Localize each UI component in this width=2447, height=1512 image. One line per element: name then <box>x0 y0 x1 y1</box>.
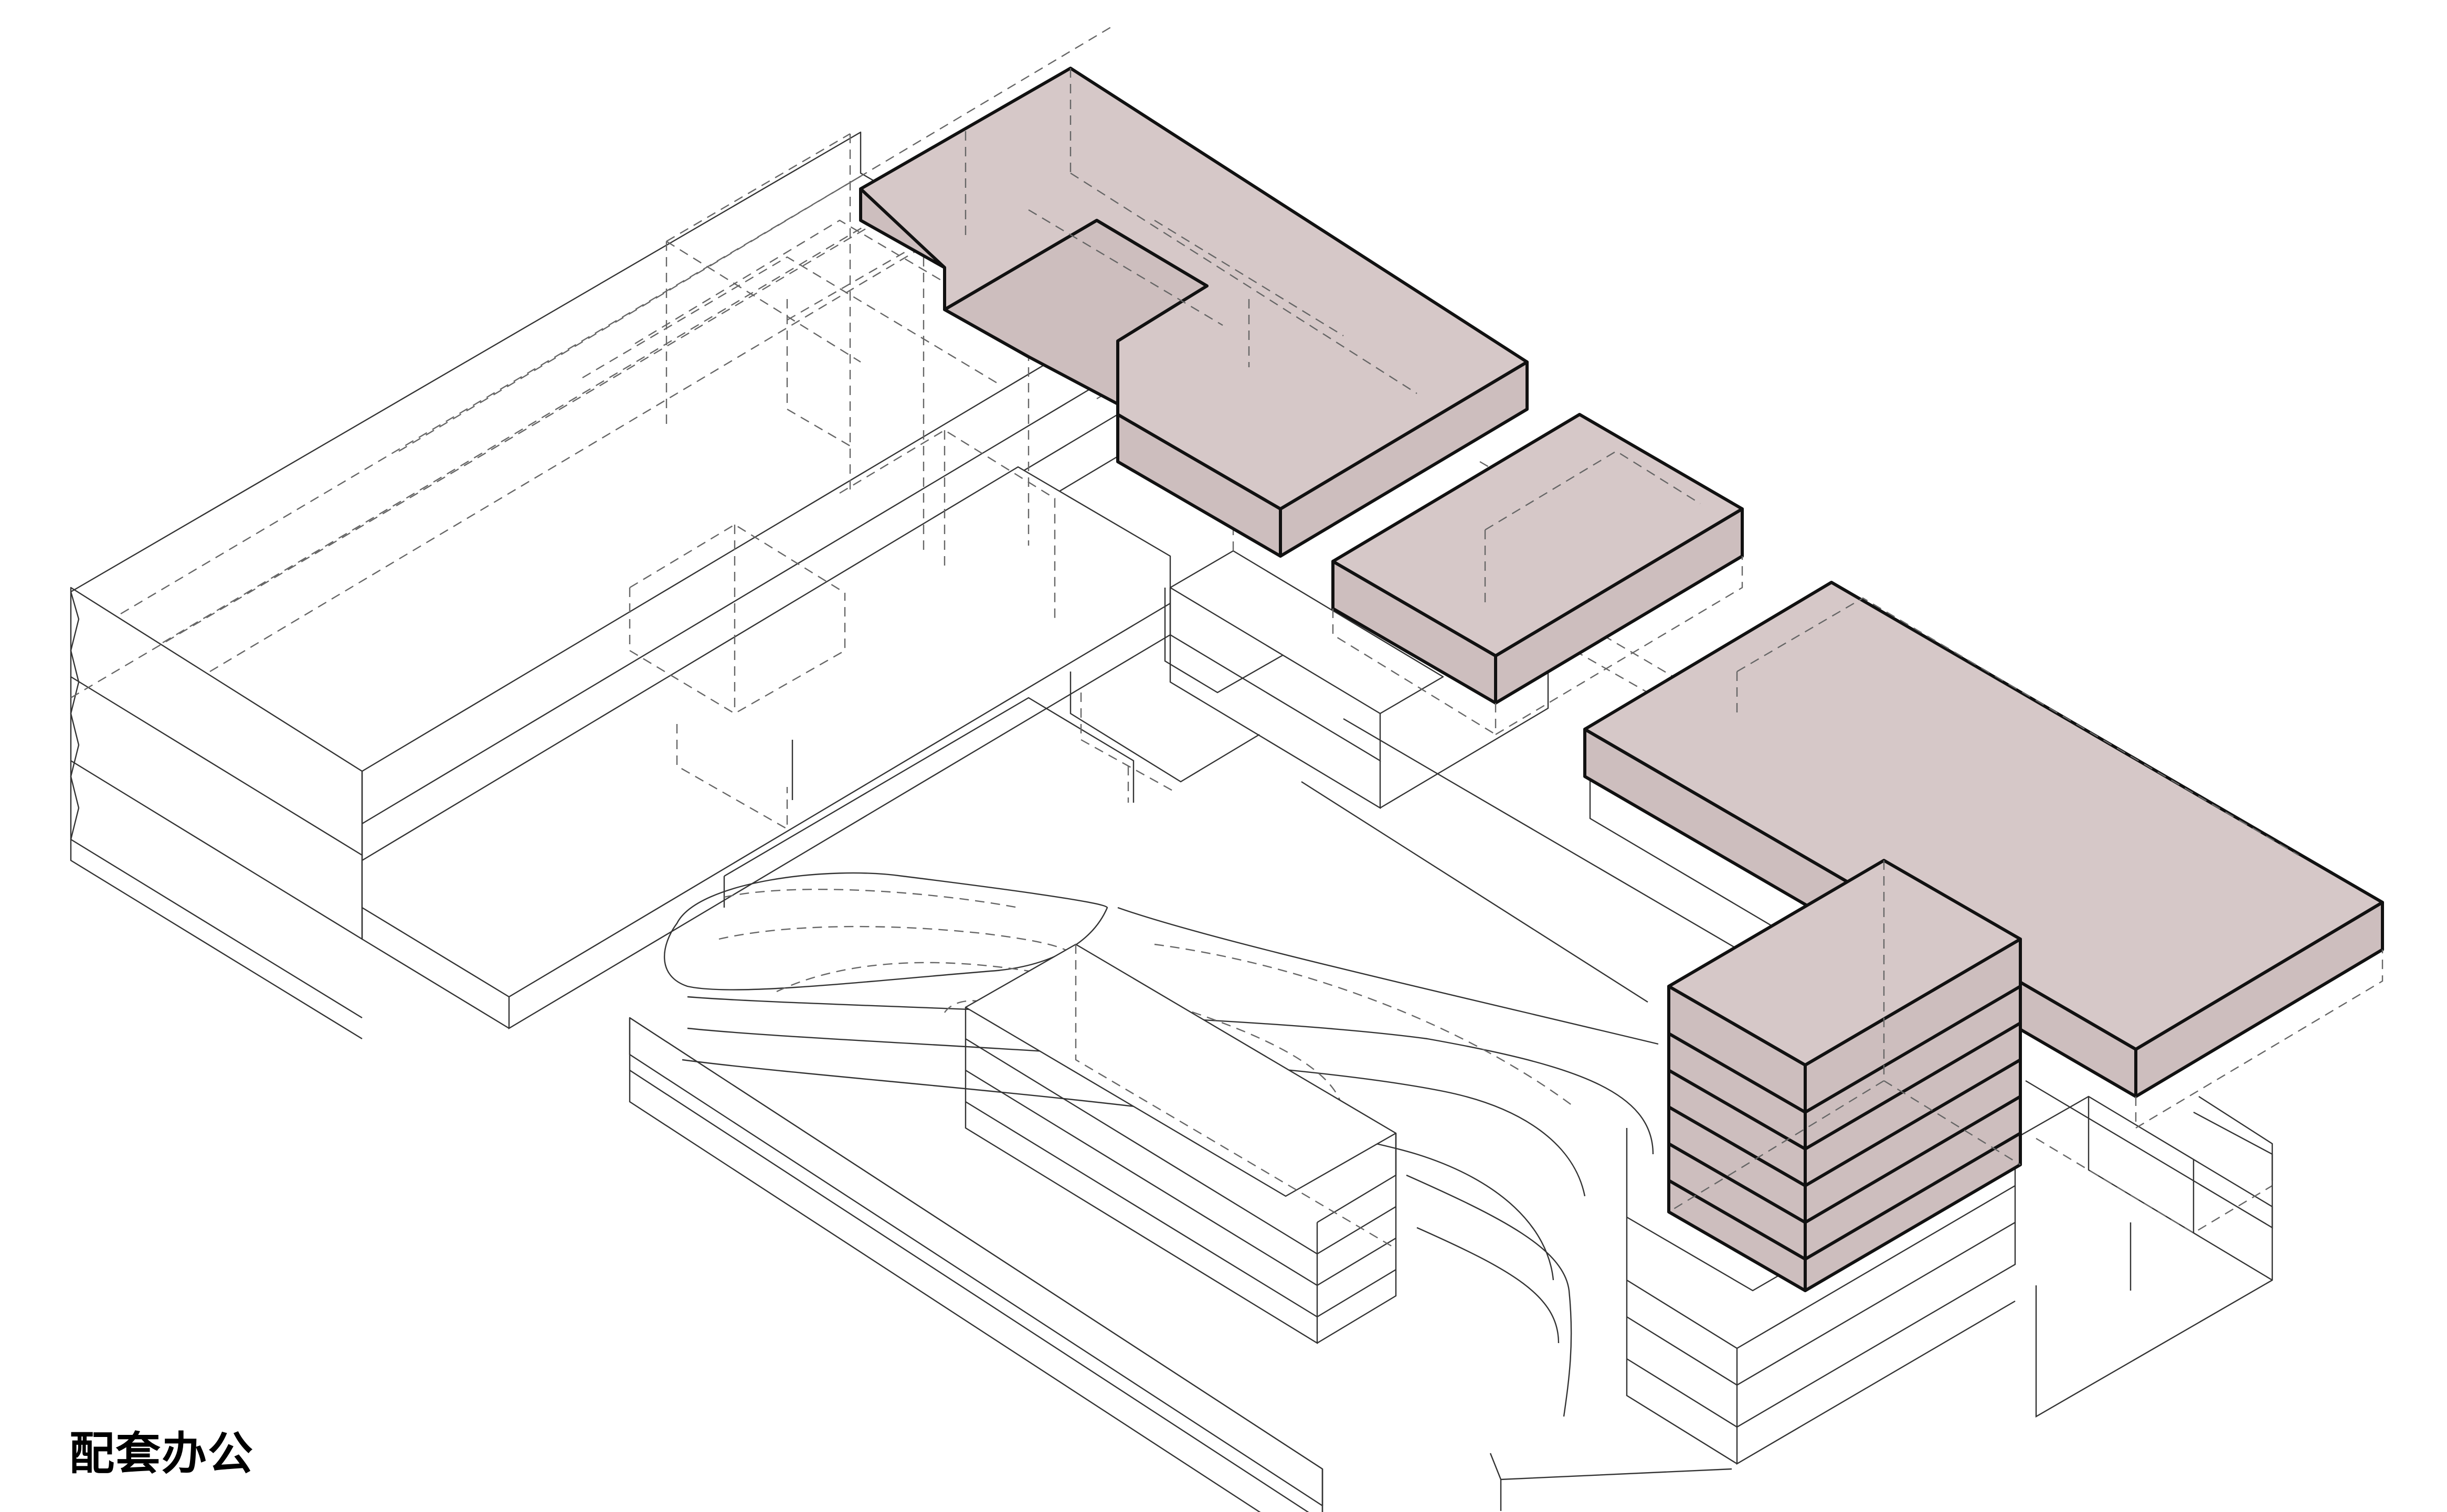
middle-stacked-block <box>965 943 1397 1345</box>
office-building-middle-slab <box>1331 413 1744 736</box>
left-podium-building <box>70 25 1291 1040</box>
right-front-podium <box>1489 1095 2273 1511</box>
highlighted-office-buildings <box>859 67 2384 1292</box>
office-building-l-shaped <box>859 67 1529 558</box>
office-building-tall-cube <box>1667 859 2022 1292</box>
diagram-caption: 配套办公 <box>69 1428 254 1480</box>
front-ramp-podium <box>629 872 1659 1512</box>
